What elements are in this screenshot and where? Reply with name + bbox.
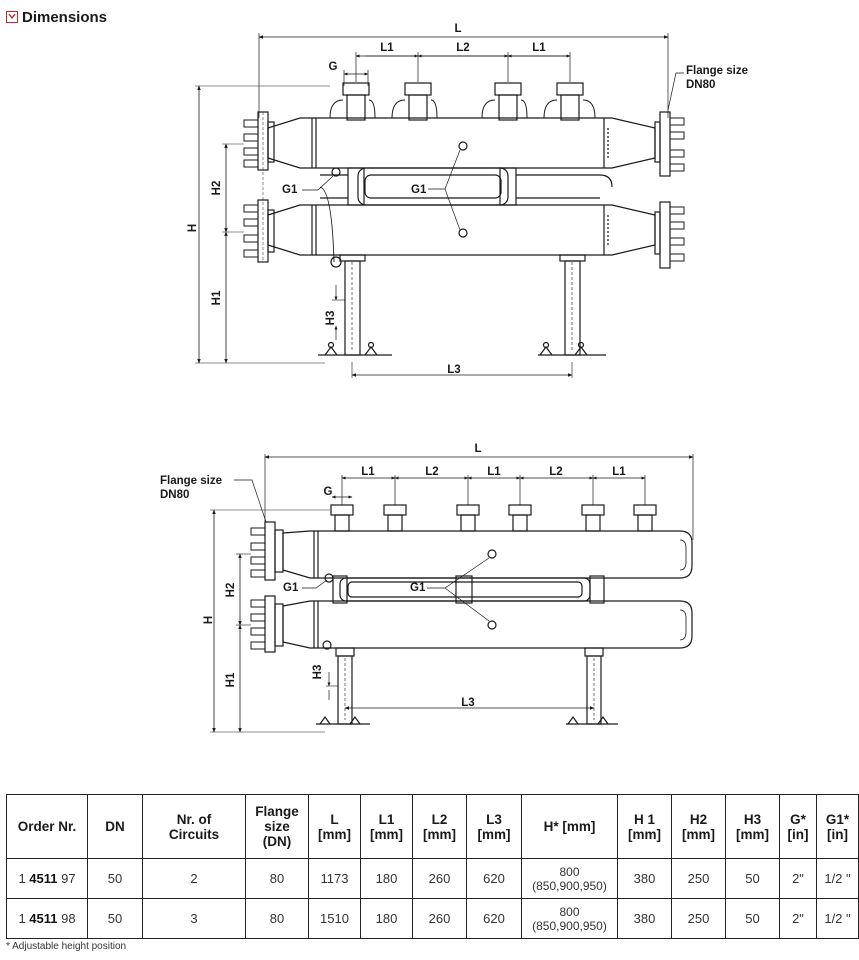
flange-dn-label: DN80 bbox=[686, 79, 715, 91]
nozzles bbox=[329, 82, 596, 121]
flange-dn-label: DN80 bbox=[160, 489, 189, 501]
cell-h1: 380 bbox=[617, 898, 672, 939]
supports bbox=[318, 254, 606, 356]
lower-header-pipe bbox=[282, 600, 693, 649]
cell-l3: 620 bbox=[466, 858, 522, 899]
cell-l2: 260 bbox=[412, 898, 467, 939]
cell-order: 1 4511 97 bbox=[6, 858, 88, 899]
cell-l: 1510 bbox=[308, 898, 361, 939]
cell-l3: 620 bbox=[466, 898, 522, 939]
cell-dn: 50 bbox=[87, 898, 143, 939]
dim-L3: L3 bbox=[447, 364, 460, 376]
cell-h2: 250 bbox=[671, 898, 726, 939]
col-l1: L1[mm] bbox=[360, 794, 413, 859]
dim-H2: H2 bbox=[211, 181, 223, 196]
cell-order: 1 4511 98 bbox=[6, 898, 88, 939]
drawing-two-circuit bbox=[195, 33, 685, 378]
dim-L1: L1 bbox=[361, 466, 375, 478]
table-row: 1 4511 97 50 2 80 1173 180 260 620 800(8… bbox=[6, 858, 859, 899]
dim-L1: L1 bbox=[380, 42, 394, 54]
drawing2-labels: L L1 L2 L1 L2 L1 G Flange size DN80 G1 G… bbox=[160, 443, 626, 709]
dim-H3: H3 bbox=[325, 311, 337, 326]
footnote: * Adjustable height position bbox=[6, 941, 127, 952]
col-h: H* [mm] bbox=[521, 794, 618, 859]
drawing1-labels: L L1 L2 L1 G Flange size DN80 G1 G1 L3 H… bbox=[187, 23, 748, 376]
upper-header-pipe bbox=[282, 530, 693, 579]
middle-bypass bbox=[332, 575, 605, 604]
dim-H3: H3 bbox=[312, 665, 324, 680]
supports bbox=[316, 647, 618, 725]
cell-g1: 1/2 " bbox=[816, 898, 859, 939]
dim-L2: L2 bbox=[456, 42, 469, 54]
cell-h: 800(850,900,950) bbox=[521, 898, 618, 939]
dim-L2: L2 bbox=[549, 466, 562, 478]
technical-drawings: L L1 L2 L1 G Flange size DN80 G1 G1 L3 H… bbox=[160, 23, 748, 733]
cell-g: 2" bbox=[779, 858, 817, 899]
col-h1: H 1[mm] bbox=[617, 794, 672, 859]
table-row: 1 4511 98 50 3 80 1510 180 260 620 800(8… bbox=[6, 898, 859, 939]
cell-h1: 380 bbox=[617, 858, 672, 899]
dim-L1: L1 bbox=[612, 466, 626, 478]
cell-l1: 180 bbox=[360, 858, 413, 899]
dim-H: H bbox=[187, 224, 199, 232]
dim-H1: H1 bbox=[225, 672, 237, 687]
g1-label: G1 bbox=[410, 582, 426, 594]
col-order: Order Nr. bbox=[6, 794, 88, 859]
cell-g: 2" bbox=[779, 898, 817, 939]
g1-label: G1 bbox=[411, 184, 427, 196]
cell-dn: 50 bbox=[87, 858, 143, 899]
cell-h2: 250 bbox=[671, 858, 726, 899]
cell-g1: 1/2 " bbox=[816, 858, 859, 899]
cell-l2: 260 bbox=[412, 858, 467, 899]
g1-label: G1 bbox=[282, 184, 298, 196]
col-l: L[mm] bbox=[308, 794, 361, 859]
flange-size-label: Flange size bbox=[160, 475, 222, 487]
left-flanges bbox=[250, 521, 284, 653]
dim-G: G bbox=[329, 61, 338, 73]
cell-flange: 80 bbox=[245, 858, 309, 899]
dim-G: G bbox=[324, 486, 333, 498]
dim-L: L bbox=[454, 23, 461, 35]
upper-header-pipe bbox=[267, 117, 656, 169]
cell-h3: 50 bbox=[725, 898, 780, 939]
flange-size-label: Flange size bbox=[686, 65, 748, 77]
cell-h3: 50 bbox=[725, 858, 780, 899]
col-h3: H3[mm] bbox=[725, 794, 780, 859]
dim-L: L bbox=[474, 443, 481, 455]
cell-flange: 80 bbox=[245, 898, 309, 939]
col-l2: L2[mm] bbox=[412, 794, 467, 859]
dim-H1: H1 bbox=[211, 290, 223, 305]
right-flanges bbox=[654, 111, 685, 269]
dim-L1: L1 bbox=[532, 42, 546, 54]
lower-header-pipe bbox=[267, 204, 656, 256]
checkbox-icon bbox=[6, 11, 18, 23]
nozzles bbox=[330, 504, 657, 532]
section-heading: Dimensions bbox=[6, 7, 107, 27]
col-h2: H2[mm] bbox=[671, 794, 726, 859]
g1-label: G1 bbox=[283, 582, 299, 594]
dim-L2: L2 bbox=[425, 466, 438, 478]
dim-H: H bbox=[203, 616, 215, 624]
cell-circuits: 3 bbox=[142, 898, 246, 939]
middle-bypass bbox=[320, 167, 613, 206]
col-dn: DN bbox=[87, 794, 143, 859]
cell-l1: 180 bbox=[360, 898, 413, 939]
dim-L3: L3 bbox=[461, 697, 474, 709]
col-g: G*[in] bbox=[779, 794, 817, 859]
section-title: Dimensions bbox=[22, 8, 108, 26]
dim-L1: L1 bbox=[487, 466, 501, 478]
col-l3: L3[mm] bbox=[466, 794, 522, 859]
cell-h: 800(850,900,950) bbox=[521, 858, 618, 899]
drawing-three-circuit bbox=[210, 454, 694, 733]
col-g1: G1*[in] bbox=[816, 794, 859, 859]
dim-H2: H2 bbox=[225, 583, 237, 598]
left-flanges bbox=[243, 111, 275, 263]
cell-circuits: 2 bbox=[142, 858, 246, 899]
cell-l: 1173 bbox=[308, 858, 361, 899]
